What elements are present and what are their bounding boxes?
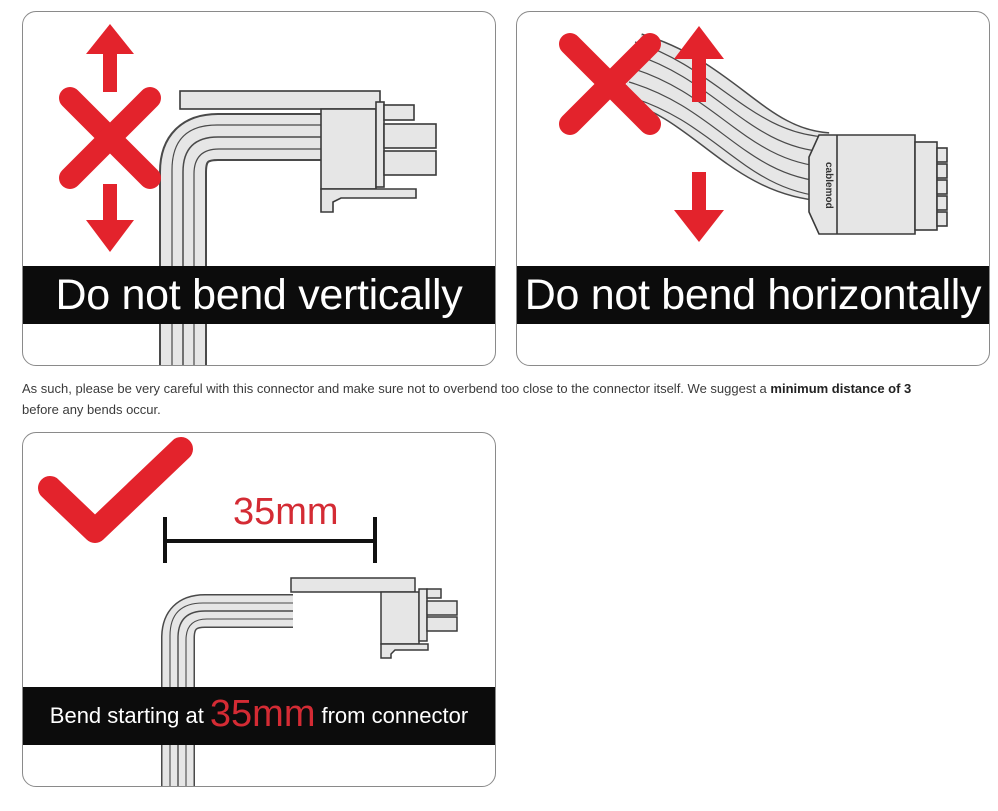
- measure-bar: [163, 517, 377, 563]
- caption-before: Bend starting at: [49, 703, 204, 728]
- caption-after: from connector: [321, 703, 469, 728]
- caption-highlight: 35mm: [209, 692, 316, 735]
- cross-icon: [559, 33, 661, 135]
- paragraph-line-2: before any bends occur.: [22, 402, 161, 417]
- cable-bend: [159, 113, 323, 365]
- panel-vertical: Do not bend vertically: [22, 11, 496, 366]
- panel-correct: 35mm Bend starting at 35mm from connecto…: [22, 432, 496, 787]
- cable-bend: [161, 594, 293, 786]
- connector: [179, 90, 437, 213]
- horizontal-illustration: cablemod: [559, 26, 948, 242]
- vertical-illustration: [59, 24, 437, 365]
- correct-caption: Bend starting at 35mm from connector: [23, 687, 495, 745]
- arrow-up-icon: [86, 24, 134, 92]
- checkmark-icon: [38, 437, 193, 543]
- horizontal-caption: Do not bend horizontally: [517, 266, 989, 324]
- arrow-down-icon: [674, 172, 724, 242]
- connector: [808, 134, 948, 235]
- cross-icon: [59, 87, 161, 189]
- connector-brand: cablemod: [823, 162, 834, 209]
- cable-bundle: [621, 33, 831, 202]
- paragraph-text: As such, please be very careful with thi…: [22, 381, 771, 396]
- connector: [290, 577, 458, 659]
- vertical-caption: Do not bend vertically: [23, 266, 495, 324]
- panel-horizontal: cablemod Do not bend horizontally: [516, 11, 990, 366]
- arrow-down-icon: [86, 184, 134, 252]
- paragraph-bold: minimum distance of 3: [770, 381, 912, 396]
- instruction-paragraph: As such, please be very careful with thi…: [22, 378, 998, 420]
- arrow-up-icon: [674, 26, 724, 102]
- correct-illustration: [38, 437, 458, 786]
- measure-label: 35mm: [233, 491, 339, 533]
